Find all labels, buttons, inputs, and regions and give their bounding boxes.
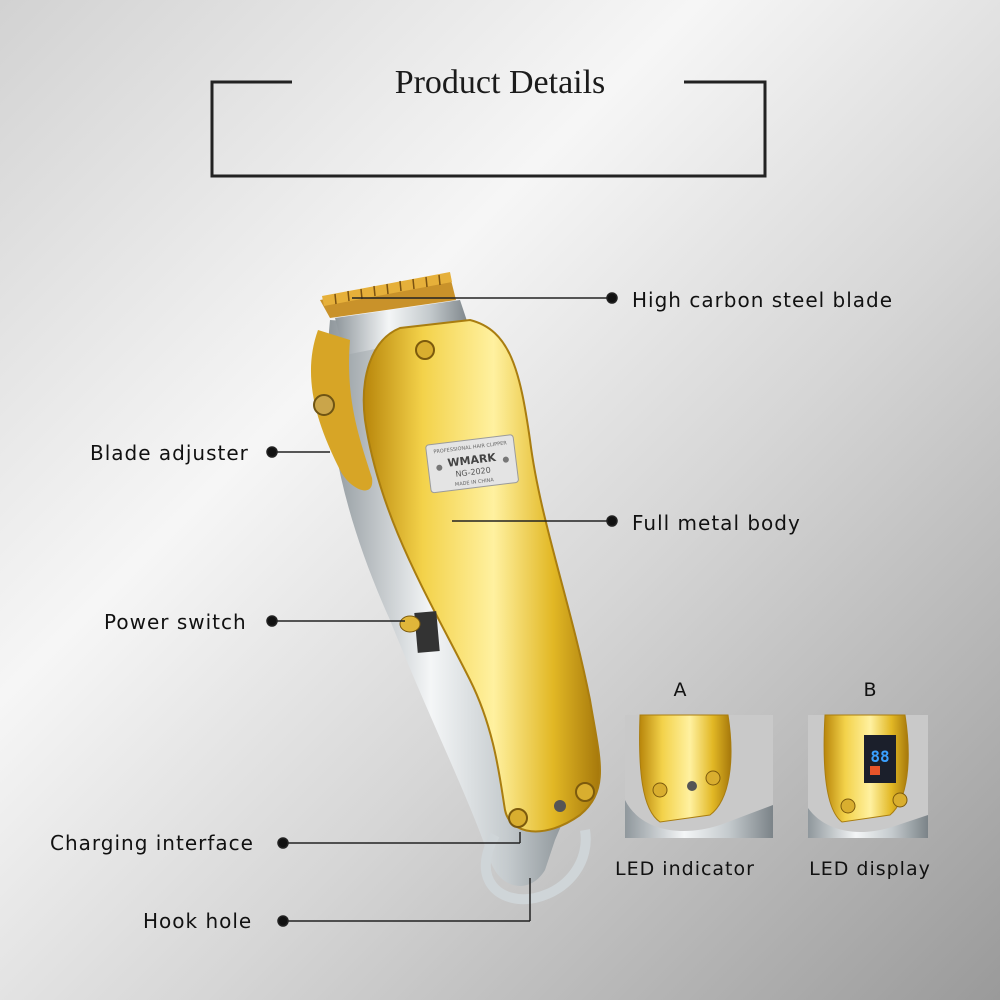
variant-a-thumbnail <box>625 714 773 838</box>
variant-b-caption: LED display <box>809 858 931 880</box>
led-indicator-dot <box>554 800 566 812</box>
plate-brand: WMARK <box>447 451 497 470</box>
adjuster-lever <box>310 330 373 491</box>
callout-body: Full metal body <box>632 511 801 535</box>
callout-blade: High carbon steel blade <box>632 288 894 312</box>
callout-power: Power switch <box>104 610 247 634</box>
power-switch <box>399 611 440 653</box>
variant-b-thumbnail: 88 <box>808 714 928 838</box>
body-screws <box>415 340 595 828</box>
name-plate: PROFESSIONAL HAIR CLIPPER WMARK NG-2020 … <box>425 434 519 494</box>
led-readout: 88 <box>870 747 889 766</box>
clipper-gold-body <box>362 318 601 833</box>
callout-charging: Charging interface <box>50 831 254 855</box>
callout-hook: Hook hole <box>143 909 253 933</box>
page-title: Product Details <box>394 64 606 101</box>
variant-a-caption: LED indicator <box>615 858 755 880</box>
callout-lines <box>266 292 618 927</box>
title-frame <box>210 80 767 178</box>
callout-adjuster: Blade adjuster <box>90 441 249 465</box>
adjuster-screw <box>313 394 335 416</box>
variant-a-letter: A <box>673 679 687 701</box>
plate-model: NG-2020 <box>455 466 491 479</box>
variant-b-letter: B <box>863 679 877 701</box>
plate-bottom-text: MADE IN CHINA <box>455 477 495 488</box>
hook-loop <box>480 829 591 905</box>
